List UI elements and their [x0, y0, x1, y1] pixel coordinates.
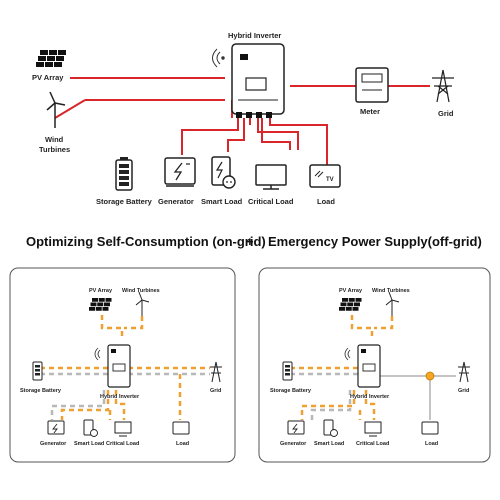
meter-label: Meter [360, 107, 380, 116]
right-inverter-label: Hybrid Inverter [350, 394, 390, 400]
tv-text: TV [326, 177, 334, 183]
heading-off-grid: Emergency Power Supply(off-grid) [268, 234, 482, 249]
left-flow-lines [40, 315, 210, 420]
left-smart-load-label: Smart Load [74, 441, 104, 447]
right-grid-label: Grid [458, 388, 469, 394]
right-flow-lines [290, 315, 394, 420]
left-smart-load-icon [83, 419, 98, 437]
left-pv-icon [89, 298, 112, 311]
left-battery-icon [32, 361, 43, 381]
grid-tower-icon [432, 69, 454, 103]
left-tv-icon [172, 421, 190, 435]
smart-load-label: Smart Load [201, 197, 243, 206]
right-transfer-switch-icon [425, 371, 435, 381]
left-generator-icon [47, 420, 65, 435]
left-wifi-icon [94, 347, 101, 361]
right-smart-load-label: Smart Load [314, 441, 344, 447]
wind-label-line1: Wind [45, 135, 64, 144]
grid-label: Grid [438, 109, 454, 118]
wind-turbine-icon [46, 91, 66, 128]
left-inverter-label: Hybrid Inverter [100, 394, 140, 400]
right-grid-icon [458, 361, 470, 383]
left-wind-label: Wind Turbines [122, 288, 160, 294]
storage-battery-icon [115, 157, 133, 191]
panel-left-diagram: PV Array Wind Turbines Hybrid Inverter [9, 267, 236, 463]
wifi-icon [212, 48, 225, 68]
generator-label: Generator [158, 197, 194, 206]
left-monitor-icon [114, 421, 132, 437]
smart-load-icon [211, 156, 236, 189]
left-generator-label: Generator [40, 441, 67, 447]
pv-array-icon [36, 50, 66, 67]
critical-load-label: Critical Load [248, 197, 294, 206]
hybrid-inverter-icon [231, 43, 285, 118]
load-label: Load [317, 197, 335, 206]
left-grid-label: Grid [210, 388, 221, 394]
left-wind-icon [135, 291, 150, 316]
right-monitor-icon [364, 421, 382, 437]
right-load-label: Load [425, 441, 438, 447]
right-smart-load-icon [323, 419, 338, 437]
right-pv-label: PV Array [339, 288, 363, 294]
pv-array-label: PV Array [32, 73, 64, 82]
hybrid-inverter-label: Hybrid Inverter [228, 31, 281, 40]
right-tv-icon [421, 421, 439, 435]
right-critical-load-label: Critical Load [356, 441, 389, 447]
right-generator-label: Generator [280, 441, 307, 447]
tv-icon [309, 164, 341, 188]
heading-plus: + [246, 234, 254, 249]
left-load-label: Load [176, 441, 189, 447]
left-battery-label: Storage Battery [20, 388, 62, 394]
left-critical-load-label: Critical Load [106, 441, 139, 447]
right-wifi-icon [344, 347, 351, 361]
generator-icon [164, 157, 196, 187]
right-battery-label: Storage Battery [270, 388, 312, 394]
panel-right-diagram: PV Array Wind Turbines Hybrid Inverter [258, 267, 491, 463]
right-battery-icon [282, 361, 293, 381]
meter-icon [355, 67, 389, 103]
wind-label-line2: Turbines [39, 145, 70, 154]
right-pv-icon [339, 298, 362, 311]
right-wind-label: Wind Turbines [372, 288, 410, 294]
left-pv-label: PV Array [89, 288, 113, 294]
monitor-icon [255, 164, 287, 190]
right-generator-icon [287, 420, 305, 435]
left-grid-icon [210, 361, 222, 383]
right-wind-icon [385, 291, 400, 316]
heading-on-grid: Optimizing Self-Consumption (on-grid) [26, 234, 266, 249]
right-grid-wiring [380, 375, 456, 420]
storage-battery-label: Storage Battery [96, 197, 153, 206]
